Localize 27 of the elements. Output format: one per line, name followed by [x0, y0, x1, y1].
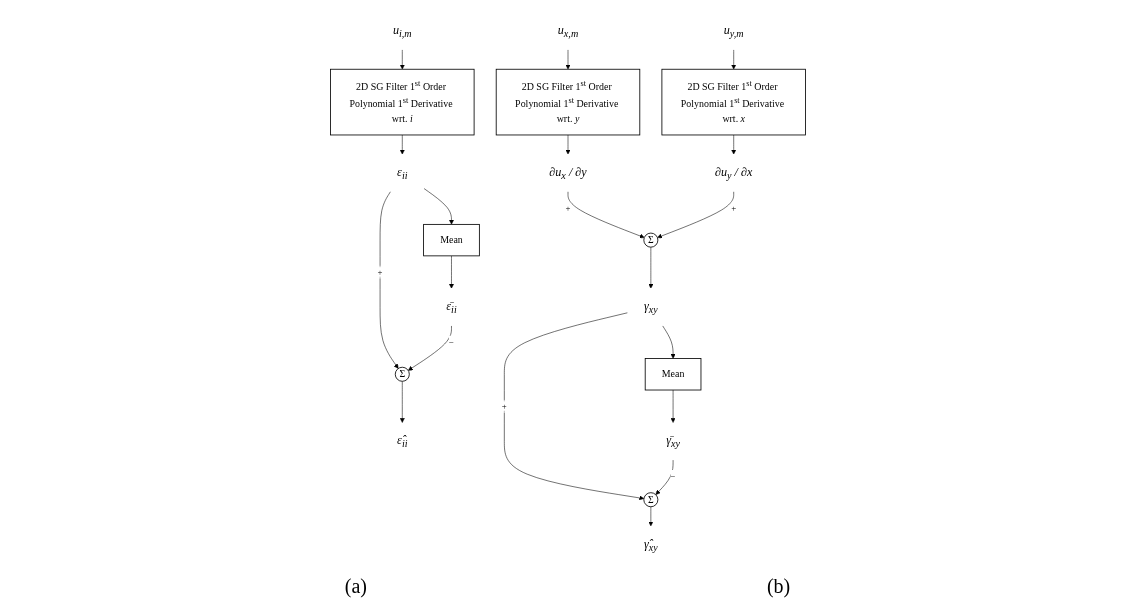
edge-label: + [377, 266, 383, 277]
node-text: ε$_{ii}$ [396, 164, 407, 181]
edge-label: + [730, 202, 736, 213]
node-circle: Σ [642, 491, 658, 507]
node-box: 2D SG Filter 1$^{st}$ Order Polynomial 1$^{st}$ Derivative wrt. y [495, 68, 640, 135]
node-text: γ$_{xy}$ [643, 298, 658, 315]
node-text: u$_{x,m}$ [557, 22, 578, 39]
node-box: 2D SG Filter 1$^{st}$ Order Polynomial 1$^{st}$ Derivative wrt. i [329, 68, 474, 135]
node-text: ε̂$_{ii}$ [396, 432, 407, 449]
node-text: γ̂$_{xy}$ [643, 536, 658, 553]
node-text: γ̄$_{xy}$ [665, 432, 680, 449]
node-circle: Σ [642, 232, 658, 248]
node-text: ∂u$_{y}$ / ∂x [714, 164, 752, 181]
edge-label: − [448, 336, 454, 347]
node-text: u$_{y,m}$ [723, 22, 744, 39]
edge-label: + [565, 202, 570, 213]
edge-label: + [501, 400, 507, 411]
panel-label: (a) [344, 575, 367, 600]
node-text: ε̄$_{ii}$ [445, 298, 457, 315]
node-circle: Σ [394, 366, 410, 382]
edge-label: − [670, 470, 676, 481]
node-text: ∂u$_{x}$ / ∂y [548, 164, 587, 181]
node-box: Mean [644, 357, 701, 390]
node-box: 2D SG Filter 1$^{st}$ Order Polynomial 1$^{st}$ Derivative wrt. x [661, 68, 806, 135]
node-box: Mean [422, 223, 480, 256]
panel-label: (b) [766, 575, 791, 600]
node-text: u$_{i,m}$ [392, 22, 412, 39]
